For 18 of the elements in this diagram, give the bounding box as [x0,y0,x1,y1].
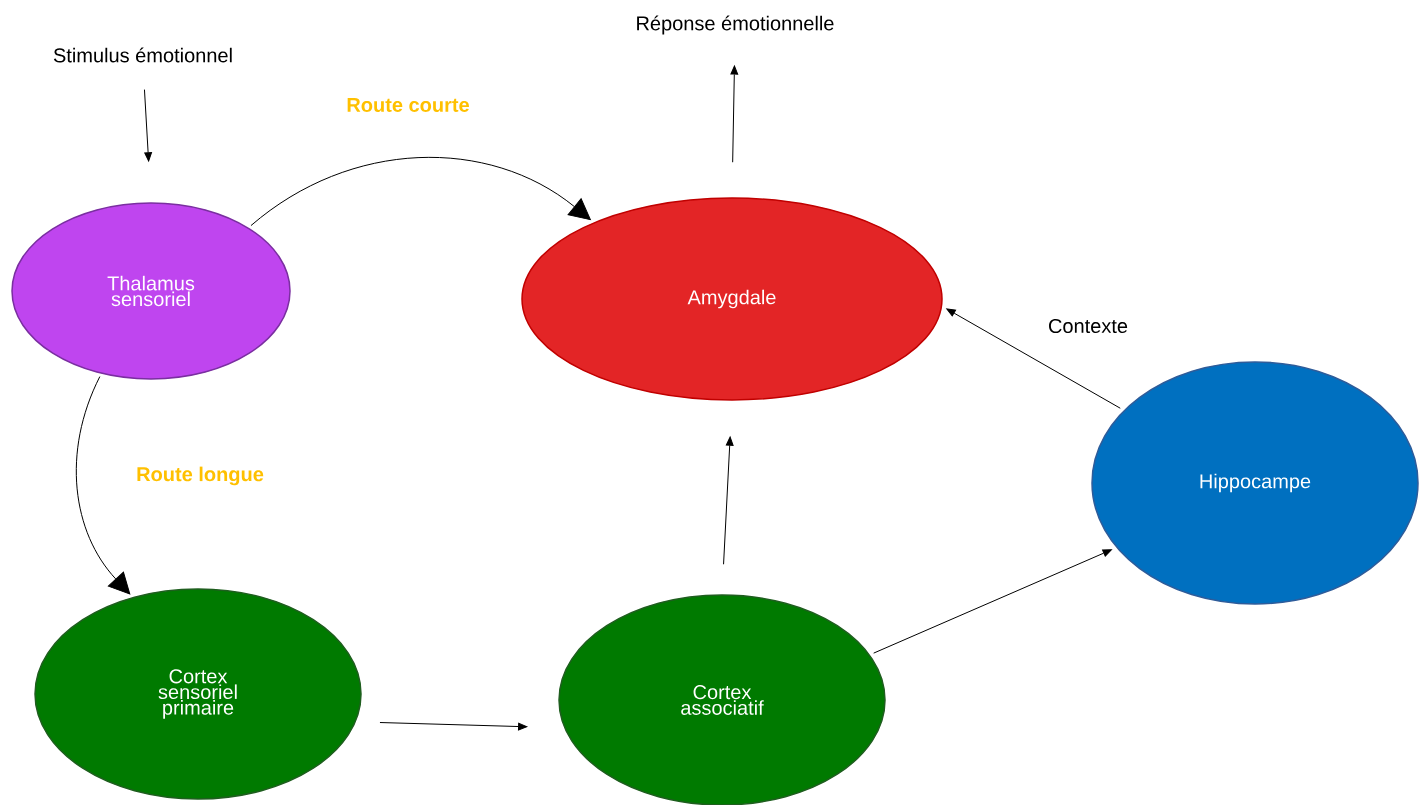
ellipse-node: Cortex associatif [558,594,886,805]
arrow [250,157,591,227]
node-text: Stimulus émotionnel [53,47,232,63]
arrow [143,89,152,162]
arrow [730,65,739,163]
arrow [946,308,1121,409]
ellipse-node: Cortex sensoriel primaire [34,588,362,800]
arrow [75,376,131,595]
node-text: Réponse émotionnelle [637,15,834,35]
arrow [379,722,528,731]
ellipse-node: Hippocampe [1091,361,1419,605]
edge-label: Route longue [134,464,266,488]
arrow [873,549,1112,654]
edge-label: Route courte [344,96,472,114]
arrow [723,436,734,565]
ellipse-node: Amygdale [521,197,943,401]
ellipse-node: Thalamus sensoriel [11,202,291,380]
edge-label: Contexte [1046,316,1131,336]
